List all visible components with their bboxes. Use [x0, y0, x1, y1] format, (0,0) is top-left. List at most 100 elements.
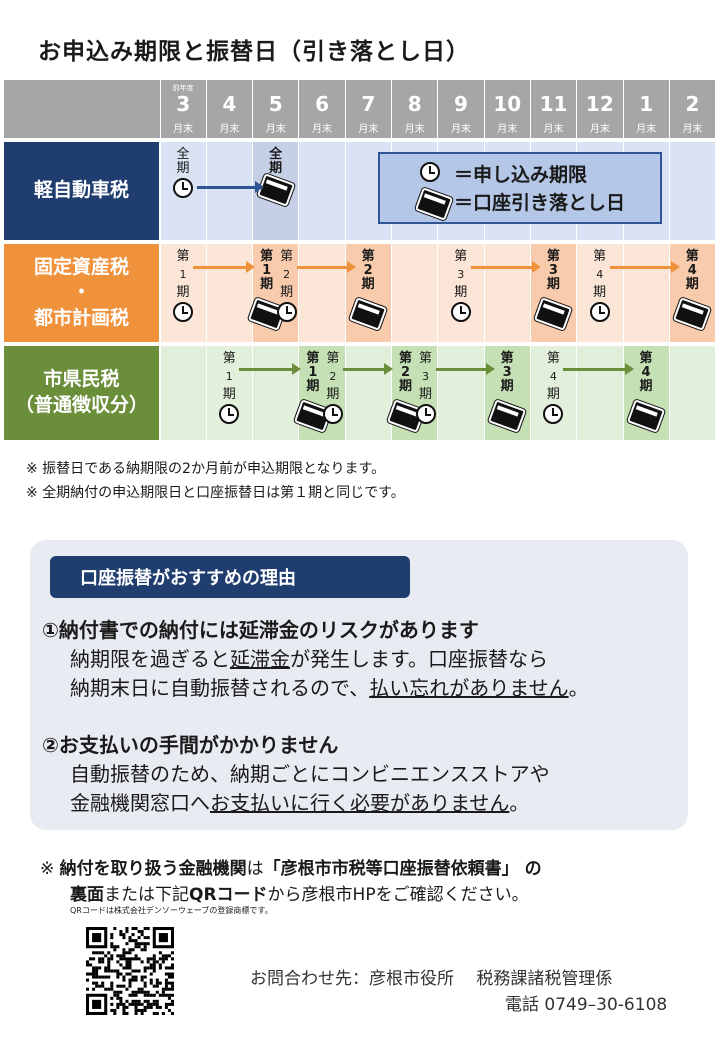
schedule-cell	[669, 142, 716, 240]
contact-phone: 電話 0749–30-6108	[505, 995, 668, 1015]
month-num: 8	[407, 92, 422, 116]
schedule-cell	[484, 244, 531, 342]
qr-code[interactable]	[86, 927, 174, 1015]
text: 納付を取り扱う金融機関	[59, 859, 247, 879]
grid-line	[159, 80, 161, 440]
month-header: 8 月末	[391, 80, 438, 138]
text: 裏面	[70, 885, 104, 905]
month-num: 7	[361, 92, 376, 116]
month-num: 1	[639, 92, 654, 116]
month-header: 4 月末	[206, 80, 253, 138]
tax-label-line: （普通徴収分）	[14, 394, 148, 416]
grid-line	[391, 80, 392, 440]
grid-line	[205, 80, 207, 440]
footer-info-line-1: ※ 納付を取り扱う金融機関は「彦根市市税等口座振替依頼書」 の	[40, 854, 542, 879]
clock-icon	[173, 178, 193, 198]
legend-apply-label: ＝申し込み期限	[454, 164, 588, 186]
text: が発生します。口座振替なら	[290, 647, 548, 671]
note-1: ※ 振替日である納期限の2か月前が申込期限となります。	[26, 461, 386, 477]
underlined-text: お支払いに行く必要がありません	[210, 791, 510, 815]
schedule-cell	[576, 346, 623, 440]
text: 納期限を過ぎると	[70, 647, 230, 671]
arrow-icon	[197, 181, 264, 193]
grid-line	[344, 80, 346, 440]
arrow-icon	[296, 261, 356, 273]
grid-line	[622, 80, 624, 440]
reason-1-line-1: 納期限を過ぎると延滞金が発生します。口座振替なら	[70, 643, 548, 672]
month-suf: 月末	[589, 124, 610, 135]
month-suf: 月末	[173, 124, 194, 135]
month-num: 11	[539, 92, 568, 116]
month-num: 9	[453, 92, 468, 116]
clock-icon	[589, 302, 610, 322]
schedule-cell	[576, 244, 623, 342]
month-num: 4	[222, 92, 237, 116]
reason-2-line-2: 金融機関窓口へお支払いに行く必要がありません。	[70, 787, 529, 816]
reason-2-line-1: 自動振替のため、納期ごとにコンビニエンスストアや	[70, 762, 550, 786]
grid-line	[668, 80, 670, 440]
contact-office: お問合わせ先：彦根市役所 税務課諸税管理係	[250, 969, 613, 989]
arrow-icon	[470, 261, 541, 273]
month-suf: 月末	[219, 124, 240, 135]
schedule-cell	[298, 244, 346, 342]
reasons-heading: 口座振替がおすすめの理由	[50, 556, 410, 598]
schedule-cell	[206, 142, 253, 240]
period-apply-label: 全期	[176, 147, 190, 176]
month-header: 7 月末	[345, 80, 392, 138]
grid-line	[483, 80, 485, 440]
tax-label: 市県民税（普通徴収分）	[4, 346, 159, 440]
month-num: 2	[685, 92, 700, 116]
tax-label: 固定資産税・都市計画税	[4, 244, 159, 342]
schedule-cell	[530, 346, 577, 440]
underlined-text: 払い忘れがありません	[369, 676, 569, 700]
row-divider	[4, 140, 716, 142]
text: 「彦根市市税等口座振替依頼書」 の	[263, 859, 542, 879]
month-suf: 月末	[312, 124, 333, 135]
month-header: 11 月末	[530, 80, 577, 138]
clock-icon	[543, 404, 564, 424]
text: から彦根市HPをご確認ください。	[267, 885, 529, 905]
text: は	[246, 859, 264, 879]
period-debit-label: 全期	[269, 147, 283, 176]
arrow-icon	[563, 363, 634, 375]
grid-line	[715, 80, 717, 440]
month-suf: 月末	[543, 124, 564, 135]
tax-label-line: 固定資産税	[33, 255, 129, 278]
grid-line	[298, 80, 300, 440]
bank-card-icon	[414, 187, 454, 221]
month-header: 2 月末	[669, 80, 716, 138]
month-suf: 月末	[404, 124, 425, 135]
month-num: 3	[176, 92, 191, 116]
arrow-icon	[193, 261, 255, 273]
text: 金融機関窓口へ	[70, 791, 210, 815]
schedule-cell	[206, 244, 253, 342]
tax-label-line: 都市計画税	[33, 306, 129, 329]
legend-debit-label: ＝口座引き落とし日	[454, 192, 626, 214]
tax-label-line: 軽自動車税	[33, 179, 129, 202]
schedule-cell	[437, 244, 485, 342]
month-suf: 月末	[682, 124, 703, 135]
clock-icon	[415, 404, 436, 424]
clock-icon	[322, 404, 343, 424]
text: 。	[568, 676, 589, 700]
clock-icon	[450, 302, 471, 322]
header-corner	[4, 80, 160, 138]
month-suf: 月末	[358, 124, 379, 135]
text: ※	[40, 859, 60, 879]
reason-2-title: ②お支払いの手間がかかりません	[42, 733, 339, 757]
schedule-cell	[252, 346, 299, 440]
schedule-cell	[345, 346, 392, 440]
